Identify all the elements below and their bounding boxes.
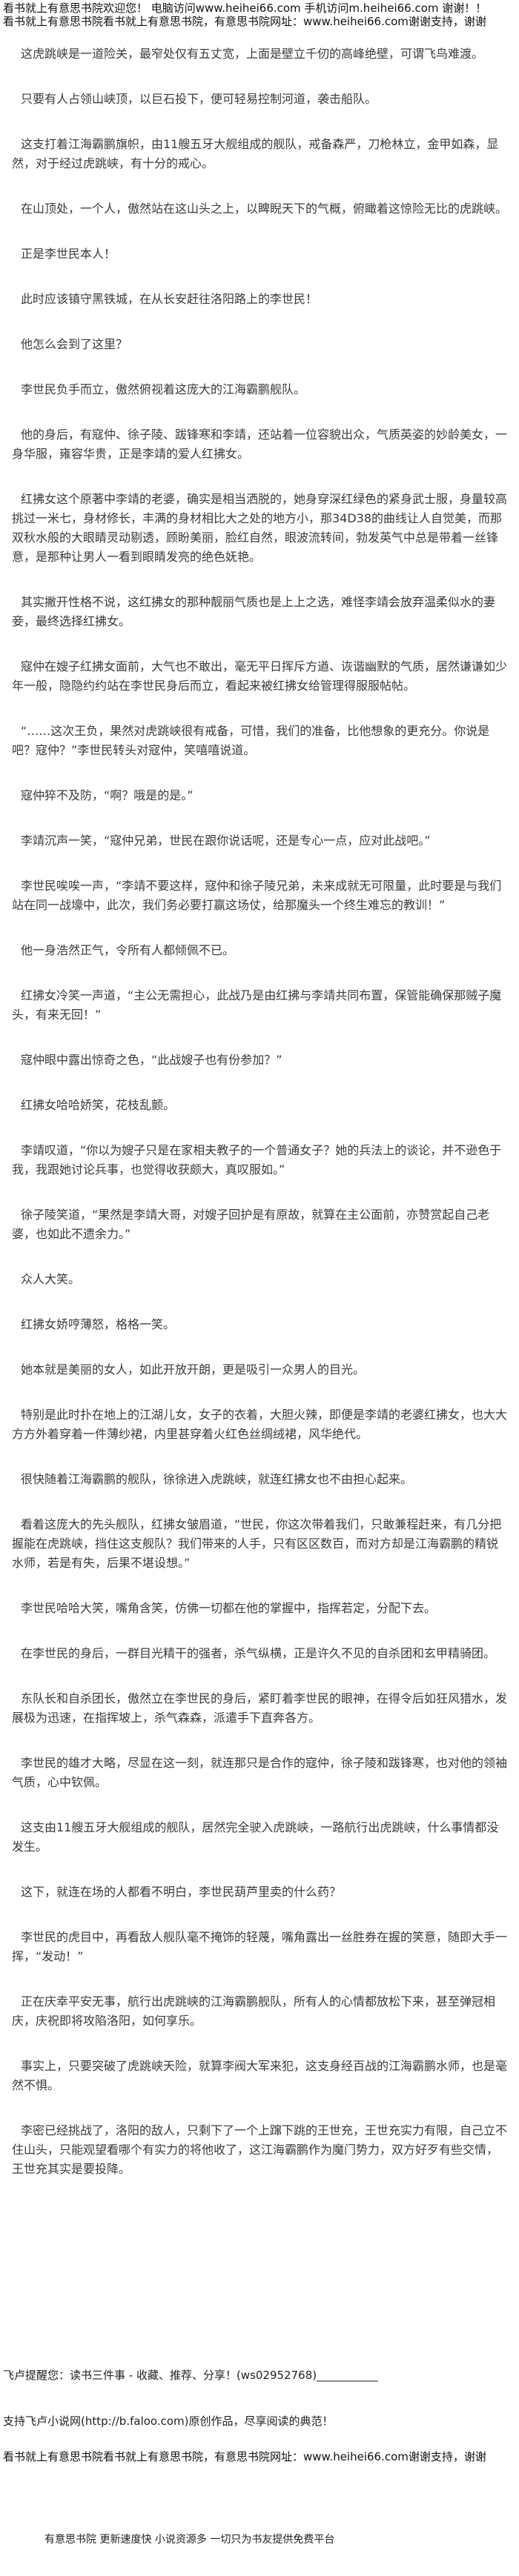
- paragraph: 只要有人占领山峡顶，以巨石投下，便可轻易控制河道，袭击船队。: [21, 92, 377, 106]
- paragraph: 她本就是美丽的女人，如此开放开朗，更是吸引一众男人的目光。: [21, 1362, 366, 1377]
- paragraph: 他的身后，有寇仲、徐子陵、跋锋寒和李靖，还站着一位容貌出众，气质英姿的妙龄美女，…: [12, 427, 508, 461]
- faloo-support-line: 支持飞卢小说网(http://b.faloo.com)原创作品，尽享阅读的典范！: [3, 2414, 334, 2428]
- paragraph: 在山顶处，一个人，傲然站在这山头之上，以睥睨天下的气概，俯瞰着这惊险无比的虎跳峡…: [21, 202, 508, 216]
- paragraph: 徐子陵笑道，“果然是李靖大哥，对嫂子回护是有原故，就算在主公面前，亦赞赏起自己老…: [12, 1208, 490, 1241]
- paragraph: 李世民哈哈大笑，嘴角含笑，仿佛一切都在他的掌握中，指挥若定，分配下去。: [21, 1601, 437, 1615]
- paragraph: 寇仲猝不及防，“啊？哦是的是。”: [21, 788, 194, 802]
- paragraph: 其实撇开性格不说，这红拂女的那种靓丽气质也是上上之选，难怪李靖会放弃温柔似水的妻…: [12, 595, 496, 628]
- paragraph: 李世民的雄才大略，尽显在这一刻，就连那只是合作的寇仲，徐子陵和跋锋寒，也对他的领…: [12, 1756, 508, 1789]
- site-welcome-banner: 看书就上有意思书院欢迎您！ 电脑访问www.heihei66.com 手机访问m…: [3, 1, 487, 15]
- paragraph: 李世民的虎目中，再看敌人舰队毫不掩饰的轻蔑，嘴角露出一丝胜券在握的笑意，随即大手…: [12, 1930, 508, 1963]
- paragraph: 事实上，只要突破了虎跳峡天险，就算李阀大军来犯，这支身经百战的江海霸鹏水师，也是…: [12, 2059, 508, 2092]
- paragraph: 这虎跳峡是一道险关，最窄处仅有五丈宽，上面是壁立千仞的高峰绝壁，可谓飞鸟难渡。: [21, 47, 484, 61]
- paragraph: 他一身浩然正气，令所有人都倾佩不已。: [21, 943, 235, 957]
- paragraph: 东队长和自杀团长，傲然立在李世民的身后，紧盯着李世民的眼神，在得令后如狂风猎水，…: [12, 1691, 508, 1725]
- paragraph: 很快随着江海霸鹏的舰队，徐徐进入虎跳峡，就连红拂女也不由担心起来。: [21, 1472, 413, 1486]
- paragraph: 这支打着江海霸鹏旗帜，由11艘五牙大舰组成的舰队，戒备森严，刀枪林立，金甲如森，…: [12, 137, 499, 170]
- paragraph: 特别是此时扑在地上的江湖儿女，女子的衣着，大胆火辣，即便是李靖的老婆红拂女，也大…: [12, 1408, 508, 1441]
- paragraph: 看着这庞大的先头舰队，红拂女皱眉道，“世民，你这次带着我们，只敢兼程赶来，有几分…: [12, 1517, 502, 1570]
- paragraph: 红拂女娇哼薄怒，格格一笑。: [21, 1317, 176, 1331]
- paragraph: 红拂女哈哈娇笑，花枝乱颤。: [21, 1098, 176, 1112]
- paragraph: 众人大笑。: [21, 1272, 81, 1286]
- reading-reminder: 飞卢提醒您：读书三件事 - 收藏、推荐、分享！(ws02952768)_____…: [3, 2369, 378, 2382]
- paragraph: 这支由11艘五牙大舰组成的舰队，居然完全驶入虎跳峡，一路航行出虎跳峡，什么事情都…: [12, 1820, 499, 1854]
- paragraph: 寇仲在嫂子红拂女面前，大气也不敢出，毫无平日挥斥方遒、诙谐幽默的气质，居然谦谦如…: [12, 659, 508, 693]
- paragraph: 他怎么会到了这里？: [21, 337, 128, 351]
- paragraph: 李世民唉唉一声，“李靖不要这样，寇仲和徐子陵兄弟，未来成就无可限量，此时要是与我…: [12, 879, 502, 912]
- paragraph: 李密已经挑战了，洛阳的敌人，只剩下了一个上蹿下跳的王世充，王世充实力有限，自己立…: [12, 2123, 508, 2176]
- paragraph: 李世民负手而立，傲然俯视着这庞大的江海霸鹏舰队。: [21, 382, 306, 396]
- site-notice-line: 看书就上有意思书院看书就上有意思书院，有意思书院网址：www.heihei66.…: [3, 15, 486, 28]
- paragraph: 此时应该镇守黑铁城，在从长安赶往洛阳路上的李世民！: [21, 292, 318, 306]
- footer-slogan: 有意思书院 更新速度快 小说资源多 一切只为书友提供免费平台: [44, 2534, 335, 2546]
- paragraph: “……这次王负，果然对虎跳峡很有戒备，可惜，我们的准备，比他想象的更充分。你说是…: [12, 724, 490, 757]
- paragraph: 正是李世民本人！: [21, 247, 116, 261]
- paragraph: 李靖沉声一笑，“寇仲兄弟，世民在跟你说话呢，还是专心一点，应对此战吧。”: [21, 833, 431, 848]
- paragraph: 红拂女冷笑一声道，“主公无需担心，此战乃是由红拂与李靖共同布置，保管能确保那贼子…: [12, 988, 502, 1022]
- paragraph: 寇仲眼中露出惊奇之色，“此战嫂子也有份参加？”: [21, 1053, 282, 1067]
- paragraph: 在李世民的身后，一群目光精干的强者，杀气纵横，正是许久不见的自杀团和玄甲精骑团。: [21, 1646, 496, 1660]
- paragraph: 正在庆幸平安无事，航行出虎跳峡的江海霸鹏舰队，所有人的心情都放松下来，甚至弹冠相…: [12, 1994, 496, 2028]
- paragraph: 红拂女这个原著中李靖的老婆，确实是相当洒脱的，她身穿深红绿色的紧身武士服，身量较…: [12, 492, 508, 564]
- paragraph: 李靖叹道，“你以为嫂子只是在家相夫教子的一个普通女子？她的兵法上的谈论，并不逊色…: [12, 1143, 502, 1176]
- site-notice-line-bottom: 看书就上有意思书院看书就上有意思书院，有意思书院网址：www.heihei66.…: [3, 2450, 486, 2463]
- paragraph: 这下，就连在场的人都看不明白，李世民葫芦里卖的什么药？: [21, 1885, 342, 1899]
- chapter-body: 这虎跳峡是一道险关，最窄处仅有五丈宽，上面是壁立千仞的高峰绝壁，可谓飞鸟难渡。只…: [12, 44, 509, 2179]
